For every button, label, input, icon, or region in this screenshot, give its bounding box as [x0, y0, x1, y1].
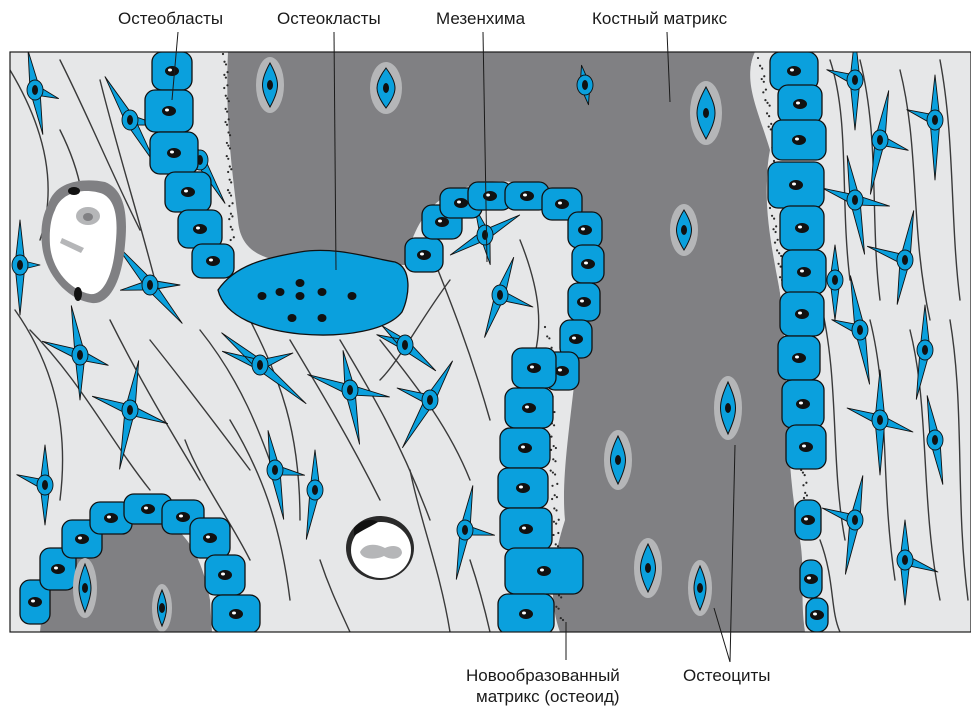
blood-vessel-lower — [346, 516, 414, 580]
histology-panel — [10, 35, 971, 634]
osteoblast-cell — [780, 292, 824, 336]
label-new-matrix-line2: матрикс (остеоид) — [476, 687, 620, 706]
osteoblast-cell — [782, 250, 826, 294]
osteoblast-cell — [780, 206, 824, 250]
osteoblast-cell — [505, 388, 553, 428]
osteoblast-cell — [152, 52, 192, 90]
label-osteoblasts: Остеобласты — [118, 9, 223, 28]
osteoblast-cell — [500, 508, 552, 550]
osteoblast-cell — [778, 336, 820, 380]
osteoblast-cell — [405, 238, 443, 272]
osteocyte — [690, 81, 722, 145]
osteoblast-cell — [212, 595, 260, 633]
osteoblast-cell — [768, 162, 824, 208]
osteoblast-cell — [145, 90, 193, 132]
osteoblast-cell — [782, 380, 824, 428]
osteoblast-cell — [205, 555, 245, 595]
osteoblast-cell — [778, 85, 822, 123]
osteocyte — [634, 538, 662, 598]
osteocyte — [604, 430, 632, 490]
osteoblast-cell — [190, 518, 230, 558]
osteocyte — [73, 558, 97, 618]
osteocyte — [152, 584, 172, 632]
osteoblast-cell — [498, 594, 554, 634]
osteoblast-cell — [770, 52, 818, 90]
osteocyte — [256, 57, 284, 113]
osteoblast-cell — [786, 425, 826, 469]
osteoblast-cell — [178, 210, 222, 248]
label-osteocytes: Остеоциты — [683, 666, 770, 685]
osteoblast-cell — [795, 500, 821, 540]
osteoblast-cell — [568, 283, 600, 321]
osteoblast-cell — [800, 560, 822, 598]
osteoblast-cell — [512, 348, 556, 388]
osteoblast-cell — [772, 120, 826, 160]
osteoblast-cell — [572, 245, 604, 283]
osteocyte — [688, 560, 712, 616]
label-mesenchyme: Мезенхима — [436, 9, 526, 28]
osteocyte — [370, 62, 402, 114]
osteocyte — [670, 204, 698, 256]
osteoblast-cell — [568, 212, 602, 248]
osteoblast-cell — [500, 428, 550, 468]
label-new-matrix-line1: Новообразованный — [466, 666, 620, 685]
label-bone-matrix: Костный матрикс — [592, 9, 728, 28]
osteoblast-cell — [150, 132, 198, 174]
osteoblast-cell — [165, 172, 211, 212]
osteoblast-cell — [505, 548, 583, 594]
osteoblast-cell — [192, 244, 234, 278]
osteocyte — [714, 376, 742, 440]
label-osteoclasts: Остеокласты — [277, 9, 381, 28]
osteoblast-cell — [806, 598, 828, 632]
osteoblast-cell — [498, 468, 548, 508]
